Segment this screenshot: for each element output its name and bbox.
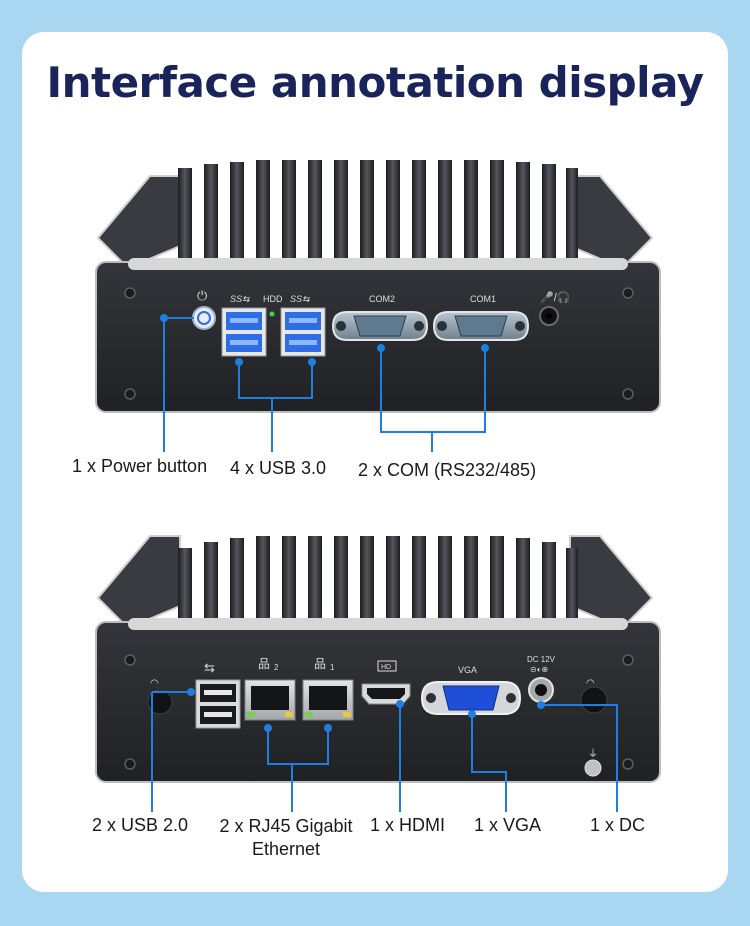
svg-text:◠: ◠: [586, 678, 595, 689]
label-usb3: 4 x USB 3.0: [230, 458, 327, 478]
page-title: Interface annotation display: [46, 58, 704, 107]
audio-jack: 🎤/🎧: [539, 290, 570, 326]
label-power-button: 1 x Power button: [72, 456, 208, 476]
vga-port: VGA: [420, 665, 522, 715]
svg-text:HD: HD: [381, 664, 391, 671]
wifi-antenna-left: ◠: [147, 678, 173, 715]
com1-label: COM1: [470, 294, 496, 304]
usb2-ports: ⇆: [195, 660, 241, 729]
lan1-label: 1: [330, 663, 335, 672]
bottom-callouts: [151, 688, 618, 812]
label-hdmi: 1 x HDMI: [370, 815, 446, 835]
dc-label: DC 12V: [527, 655, 556, 664]
vga-label: VGA: [458, 665, 477, 675]
svg-text:🎤/🎧: 🎤/🎧: [540, 290, 570, 304]
label-rj45: 2 x RJ45 Gigabit Ethernet: [206, 815, 366, 861]
top-callouts: [160, 314, 489, 452]
heatsink-fins-top: [178, 160, 578, 268]
ground-screw: ⏚: [584, 748, 602, 777]
rj45-ports: 品 2 品 1: [244, 657, 354, 721]
heatsink-fins-bottom: [178, 536, 578, 628]
com2-label: COM2: [369, 294, 395, 304]
svg-text:SS⇆: SS⇆: [290, 294, 311, 304]
wifi-antenna-right: ◠: [580, 678, 608, 714]
bottom-device: ◠ ◠ ⇆ 品 2 品 1: [95, 535, 661, 812]
lan2-label: 2: [274, 663, 279, 672]
hdmi-port: HD: [361, 660, 411, 705]
svg-text:⊝◐⊕: ⊝◐⊕: [530, 665, 548, 674]
usb3-ports: SS⇆ SS⇆ HDD: [221, 294, 326, 357]
label-rj45-line1: 2 x RJ45 Gigabit: [219, 816, 353, 836]
label-com: 2 x COM (RS232/485): [358, 460, 537, 480]
svg-text:品: 品: [314, 657, 326, 671]
svg-text:⏚: ⏚: [588, 748, 598, 760]
com-ports: COM2 COM1: [331, 294, 530, 341]
label-rj45-line2: Ethernet: [251, 839, 321, 859]
svg-text:◠: ◠: [150, 678, 159, 689]
label-usb2: 2 x USB 2.0: [92, 815, 189, 835]
label-dc: 1 x DC: [590, 815, 646, 835]
svg-text:品: 品: [258, 657, 270, 671]
svg-text:⏻: ⏻: [197, 288, 207, 303]
svg-text:⇆: ⇆: [204, 660, 215, 675]
label-vga: 1 x VGA: [474, 815, 542, 835]
hdd-label: HDD: [263, 294, 283, 304]
svg-text:SS⇆: SS⇆: [230, 294, 251, 304]
top-device: ⏻ SS⇆ SS⇆ HDD COM2 COM1: [95, 160, 661, 452]
